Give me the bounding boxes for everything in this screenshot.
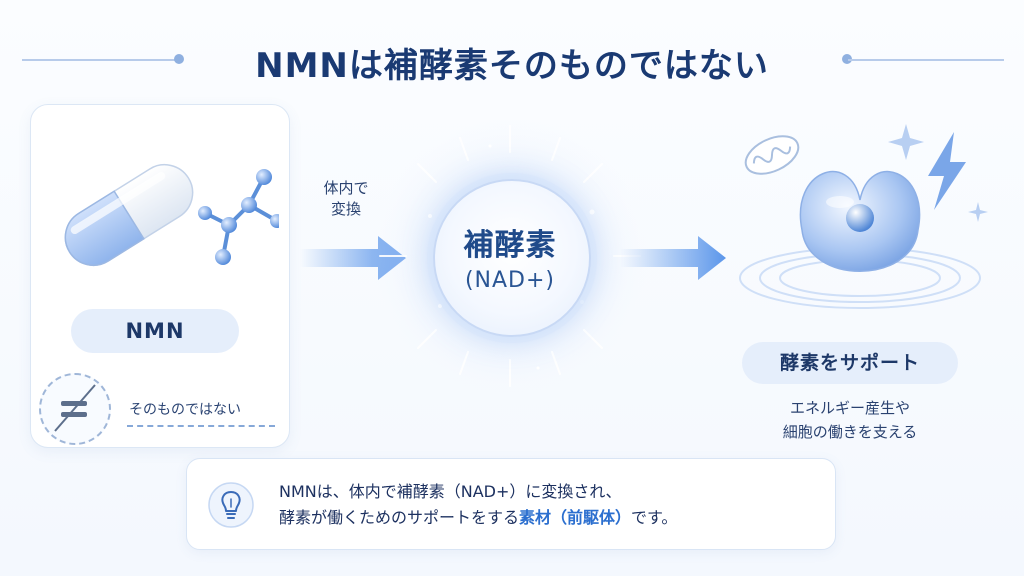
enzyme-description: エネルギー産生や 細胞の働きを支える <box>742 396 958 444</box>
not-itself-text: そのものではない <box>129 402 241 418</box>
note-line-2: 酵素が働くためのサポートをする素材（前駆体）です。 <box>279 505 677 531</box>
conversion-line-1: 体内で <box>323 179 369 197</box>
summary-note: NMNは、体内で補酵素（NAD+）に変換され、 酵素が働くためのサポートをする素… <box>186 458 836 550</box>
mitochondria-icon <box>744 135 800 175</box>
precursor-highlight: 素材（前駆体） <box>519 508 632 527</box>
arrow-right-icon-2 <box>620 236 726 280</box>
sparkle-icon <box>888 124 988 222</box>
conversion-label: 体内で 変換 <box>310 178 382 220</box>
conversion-line-2: 変換 <box>330 200 361 218</box>
coenzyme-label: 補酵素 <box>463 228 557 263</box>
molecule-atoms <box>198 169 279 265</box>
coenzyme-circle <box>433 179 591 337</box>
capsule-molecule-illustration <box>64 163 279 267</box>
not-equal-icon <box>39 373 111 445</box>
title-row: NMNは補酵素そのものではない <box>0 32 1024 88</box>
enzyme-illustration <box>739 124 988 309</box>
enzyme-desc-line-1: エネルギー産生や <box>789 399 910 417</box>
enzyme-icon <box>799 171 921 272</box>
enzyme-support-label: 酵素をサポート <box>742 342 958 384</box>
title-dot-left <box>174 54 184 64</box>
note-text: NMNは、体内で補酵素（NAD+）に変換され、 酵素が働くためのサポートをする素… <box>279 479 677 531</box>
capsule-icon <box>64 163 194 267</box>
nmn-label: NMN <box>71 309 239 353</box>
nmn-card: NMN そのものではない <box>30 104 290 448</box>
title-dot-right <box>842 54 852 64</box>
note-line-1: NMNは、体内で補酵素（NAD+）に変換され、 <box>279 482 622 501</box>
note-line-2-a: 酵素が働くためのサポートをする <box>279 508 520 527</box>
lightning-icon <box>928 132 966 210</box>
title-divider-right <box>848 59 1004 61</box>
lightbulb-icon <box>208 482 254 528</box>
page-title: NMNは補酵素そのものではない <box>255 46 769 86</box>
enzyme-desc-line-2: 細胞の働きを支える <box>782 423 918 441</box>
note-line-2-b: です。 <box>631 508 678 527</box>
dashed-underline <box>127 425 275 427</box>
nad-label: (NAD+) <box>464 268 556 293</box>
molecule-icon <box>203 175 279 259</box>
title-divider-left <box>22 59 178 61</box>
